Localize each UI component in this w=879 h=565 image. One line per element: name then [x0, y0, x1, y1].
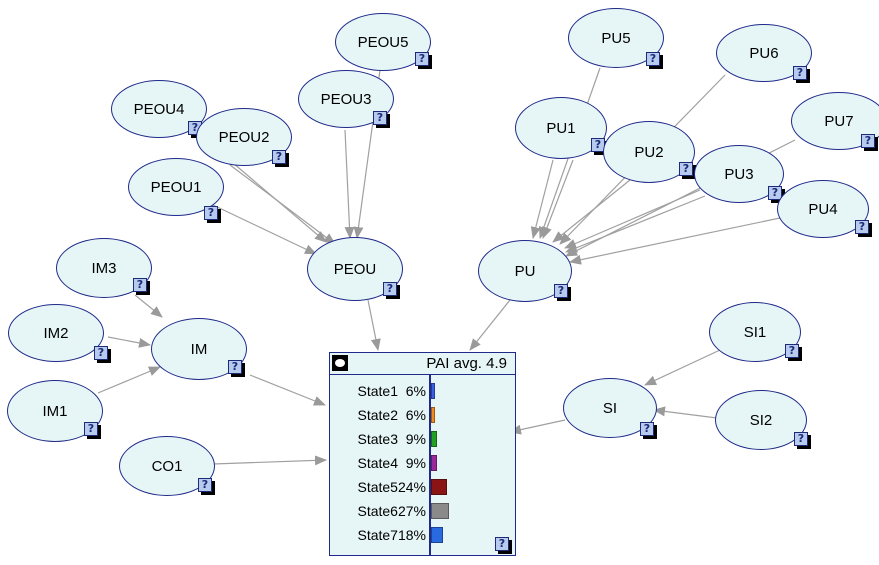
si-help-icon[interactable]: ?: [640, 422, 654, 436]
state-label: State524%: [357, 479, 426, 495]
node-im2[interactable]: IM2: [8, 304, 104, 362]
edge-si1-si: [644, 349, 721, 386]
state-percent: 6%: [405, 407, 426, 423]
pai-state-row: State2 6%: [330, 405, 515, 425]
edge-peou1-peou: [212, 204, 317, 255]
peou-help-icon[interactable]: ?: [383, 282, 397, 296]
pai-state-row: State627%: [330, 501, 515, 521]
si1-help-icon[interactable]: ?: [785, 344, 799, 358]
edge-si-pai: [509, 419, 566, 435]
edge-pu1-pu: [530, 159, 554, 239]
state-name: State3: [357, 431, 398, 447]
state-bar: [431, 503, 449, 519]
pu4-help-icon[interactable]: ?: [855, 220, 869, 234]
edge-peou3-peou: [344, 129, 355, 239]
co1-help-icon[interactable]: ?: [198, 478, 212, 492]
pu7-help-icon[interactable]: ?: [861, 134, 875, 148]
state-name: State2: [357, 407, 398, 423]
pai-state-row: State524%: [330, 477, 515, 497]
pai-title: PAI avg. 4.9: [426, 355, 507, 372]
pai-state-row: State3 9%: [330, 429, 515, 449]
si2-help-icon[interactable]: ?: [794, 432, 808, 446]
state-bar: [431, 455, 437, 471]
state-label: State718%: [357, 527, 426, 543]
im3-help-icon[interactable]: ?: [133, 278, 147, 292]
edge-im3-im: [134, 294, 163, 318]
state-name: State4: [357, 455, 398, 471]
edge-im1-im: [97, 366, 161, 394]
state-label: State627%: [357, 503, 426, 519]
peou3-help-icon[interactable]: ?: [373, 111, 387, 125]
edge-co1-pai: [212, 455, 327, 466]
edge-im-pai: [249, 374, 326, 406]
state-name: State6: [357, 503, 398, 519]
pu3-help-icon[interactable]: ?: [768, 186, 782, 200]
state-percent: 6%: [405, 383, 426, 399]
state-name: State1: [357, 383, 398, 399]
node-si2[interactable]: SI2: [715, 390, 807, 450]
state-name: State5: [357, 479, 398, 495]
im1-help-icon[interactable]: ?: [84, 422, 98, 436]
edge-si2-si: [653, 406, 718, 419]
state-percent: 18%: [397, 527, 426, 543]
state-label: State2 6%: [358, 407, 426, 423]
pai-help-icon[interactable]: ?: [495, 537, 509, 551]
edge-pu3b-pu: [565, 195, 706, 253]
pu2-help-icon[interactable]: ?: [679, 162, 693, 176]
pu-help-icon[interactable]: ?: [554, 284, 568, 298]
pu6-help-icon[interactable]: ?: [793, 66, 807, 80]
im-help-icon[interactable]: ?: [228, 360, 242, 374]
peou1-help-icon[interactable]: ?: [204, 206, 218, 220]
pai-header: PAI avg. 4.9: [330, 353, 515, 375]
pu5-help-icon[interactable]: ?: [646, 52, 660, 66]
edge-pu1b-pu: [542, 159, 574, 239]
state-bar: [431, 383, 435, 399]
state-label: State3 9%: [358, 431, 426, 447]
peou2-help-icon[interactable]: ?: [272, 150, 286, 164]
state-label: State4 9%: [358, 455, 426, 471]
peou5-help-icon[interactable]: ?: [415, 52, 429, 66]
pai-state-row: State1 6%: [330, 381, 515, 401]
state-percent: 24%: [397, 479, 426, 495]
im2-help-icon[interactable]: ?: [94, 346, 108, 360]
node-pu4[interactable]: PU4: [777, 180, 869, 238]
node-pu1[interactable]: PU1: [515, 97, 607, 159]
pai-state-row: State4 9%: [330, 453, 515, 473]
state-percent: 9%: [405, 431, 426, 447]
state-percent: 27%: [397, 503, 426, 519]
state-bar: [431, 527, 443, 543]
edge-pu-pai: [469, 299, 511, 351]
edge-im2-im: [107, 336, 151, 348]
pai-state-row: State718%: [330, 525, 515, 545]
state-label: State1 6%: [358, 383, 426, 399]
state-name: State7: [357, 527, 398, 543]
state-percent: 9%: [405, 455, 426, 471]
state-bar: [431, 431, 437, 447]
pai-divider: [429, 375, 431, 555]
edge-pu4-pu: [569, 217, 781, 265]
state-bar: [431, 407, 435, 423]
state-bar: [431, 479, 447, 495]
node-shape-icon[interactable]: [332, 355, 348, 371]
edge-peou-pai: [367, 299, 381, 351]
